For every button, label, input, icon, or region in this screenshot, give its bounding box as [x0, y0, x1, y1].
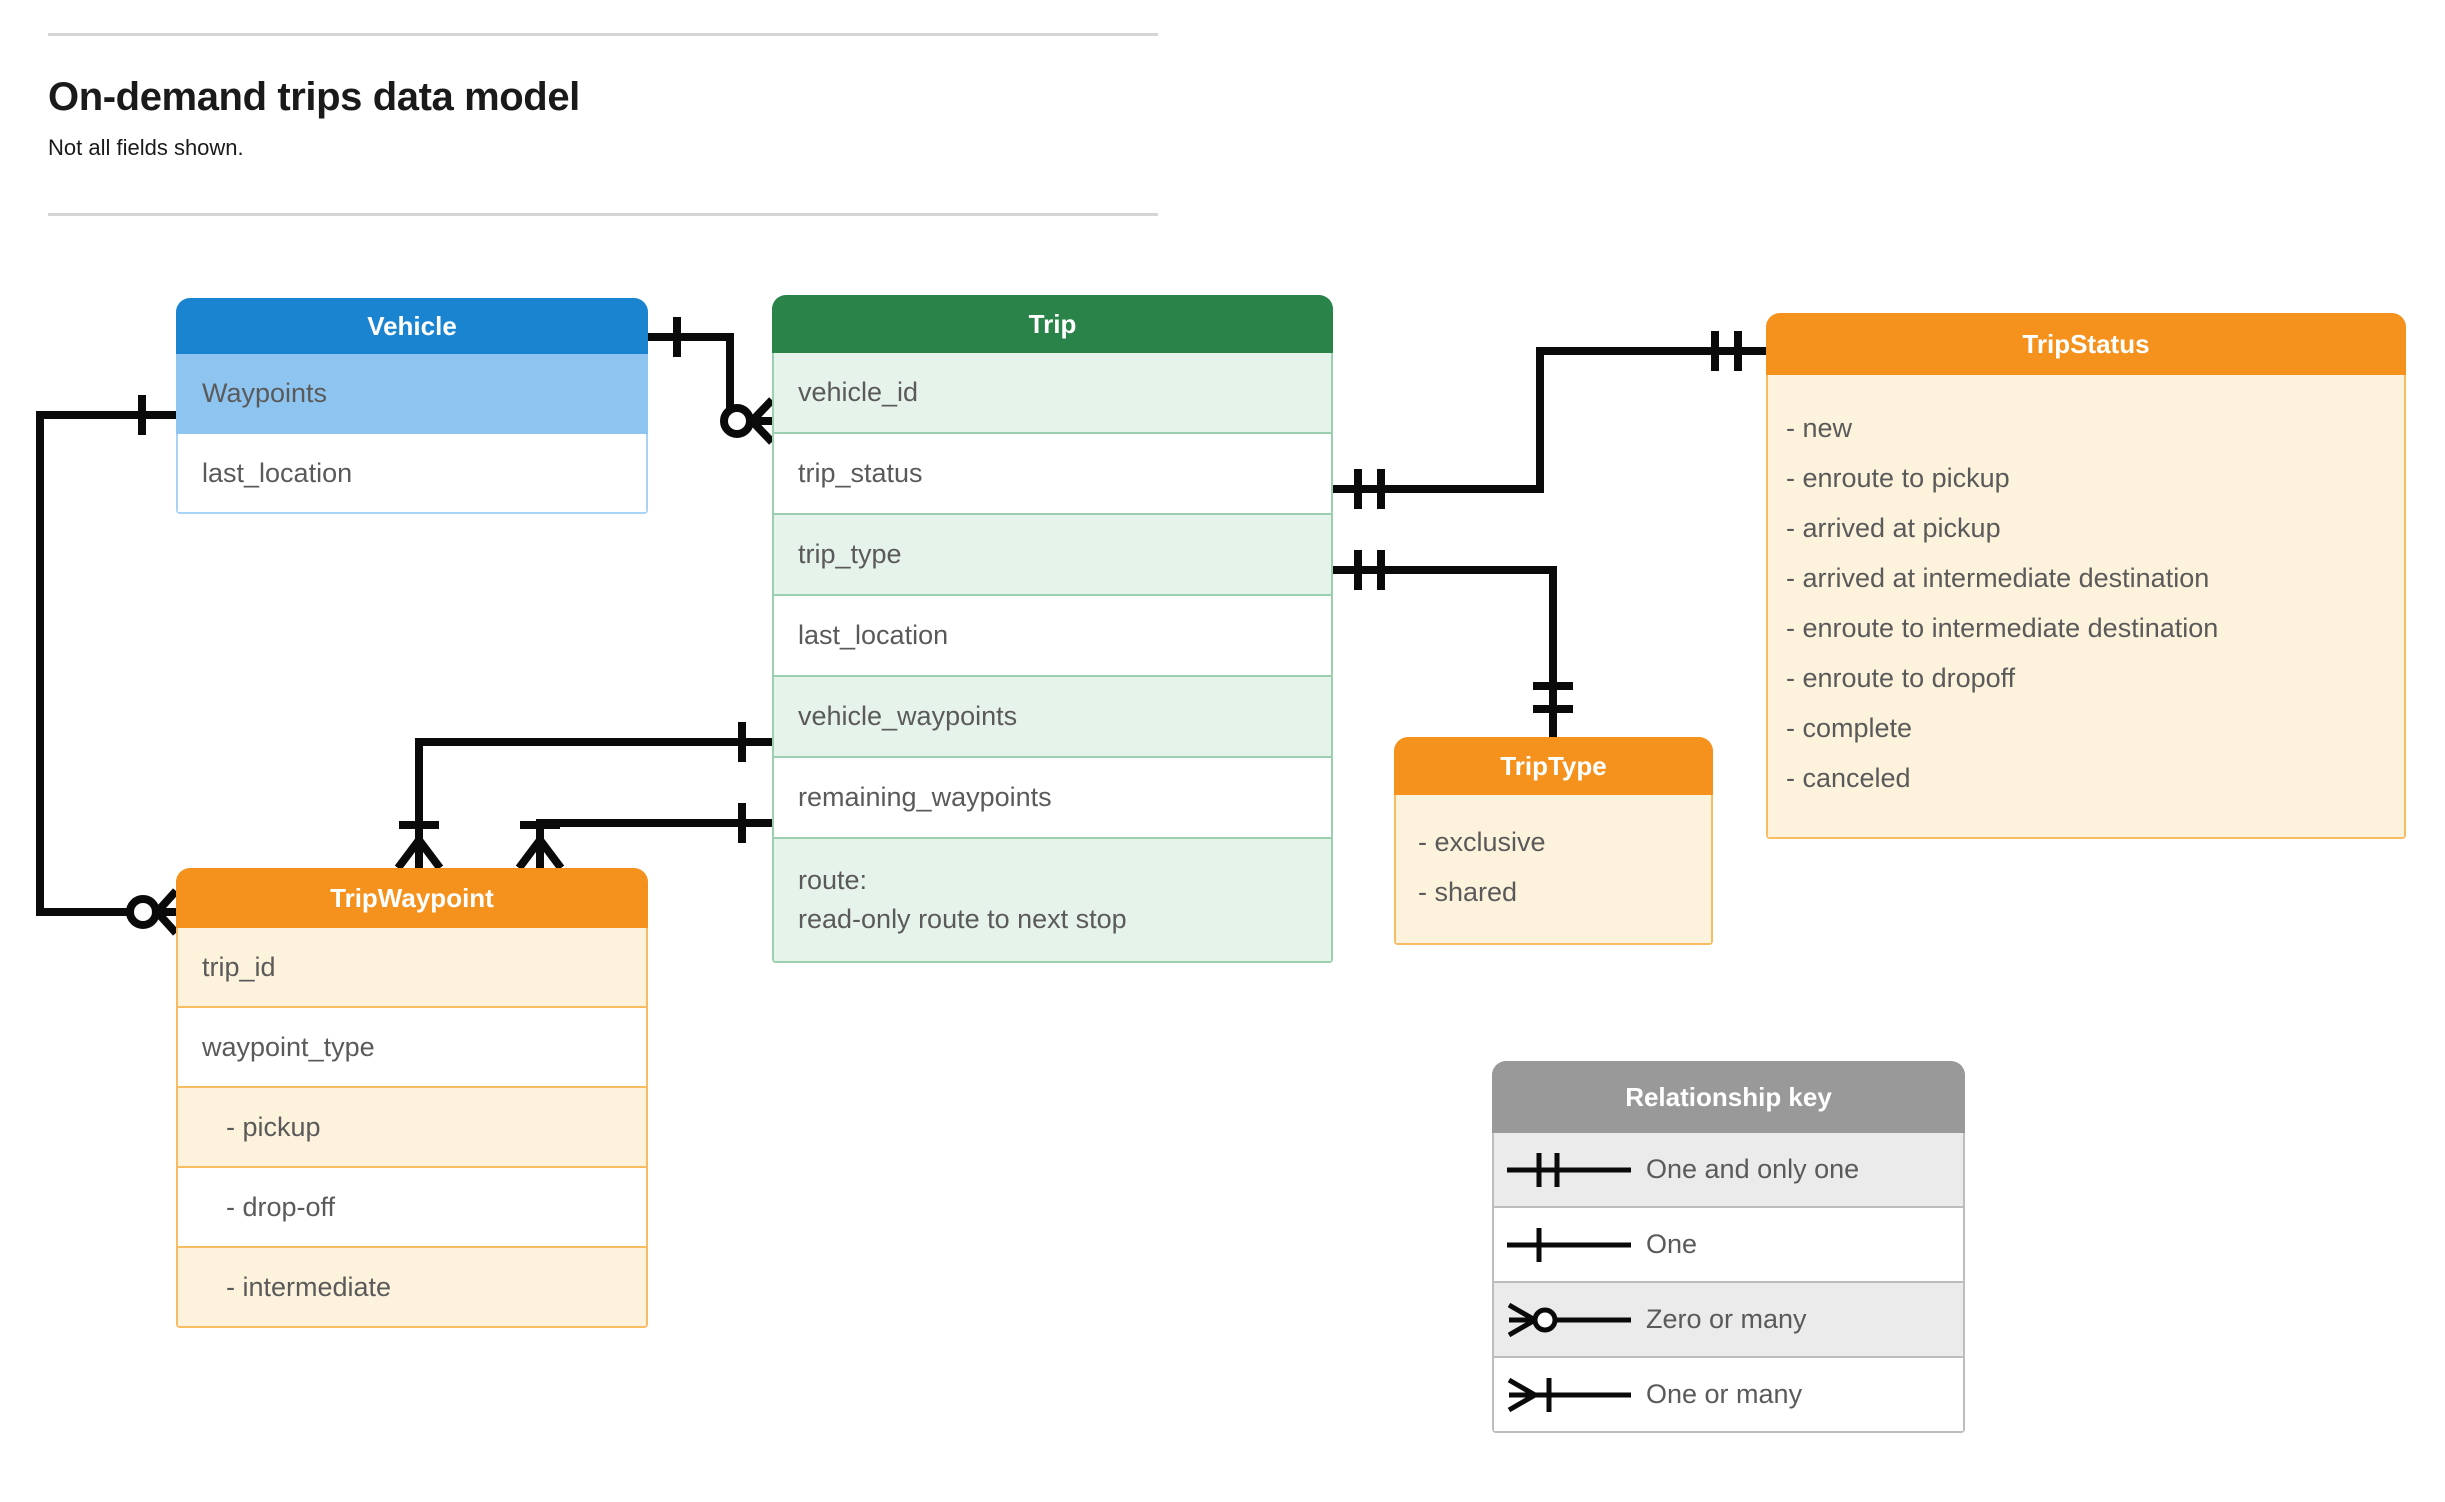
legend-row-one-or-many: One or many [1492, 1358, 1965, 1433]
page-title: On-demand trips data model [48, 75, 580, 119]
legend-row-one-and-only-one: One and only one [1492, 1133, 1965, 1208]
connector-remaining-waypoints-to-tripwaypoint [515, 803, 776, 872]
legend-row-one: One [1492, 1208, 1965, 1283]
legend-label: Zero or many [1646, 1304, 1807, 1334]
relationship-key-legend: Relationship key One and only one One [1492, 1061, 1965, 1433]
entity-vehicle[interactable]: Vehicle Waypoints last_location [176, 298, 648, 514]
waypoint-type-value-drop-off: - drop-off [176, 1168, 648, 1248]
entity-trip-field-route: route: read-only route to next stop [772, 839, 1333, 963]
zero-or-many-icon [1494, 1297, 1646, 1343]
entity-trip-field-route-line2: read-only route to next stop [798, 904, 1127, 935]
trip-status-value: - enroute to intermediate destination [1786, 613, 2219, 643]
legend-label: One [1646, 1229, 1698, 1259]
entity-trip-waypoint-title: TripWaypoint [176, 868, 648, 928]
entity-trip-title: Trip [772, 295, 1333, 353]
entity-trip-waypoint[interactable]: TripWaypoint trip_id waypoint_type - pic… [176, 868, 648, 1328]
connector-vehicle-waypoints-field-to-tripwaypoint [394, 722, 776, 872]
entity-trip-waypoint-field-trip-id: trip_id [176, 928, 648, 1008]
legend-title: Relationship key [1492, 1061, 1965, 1133]
entity-trip-field-trip-status: trip_status [772, 434, 1333, 515]
page-subtitle: Not all fields shown. [48, 135, 244, 160]
entity-trip-type-title: TripType [1394, 737, 1713, 795]
entity-vehicle-field-waypoints: Waypoints [176, 354, 648, 434]
connector-vehicle-to-trip [644, 317, 776, 445]
entity-trip-type[interactable]: TripType - exclusive - shared [1394, 737, 1713, 945]
entity-trip-field-vehicle-waypoints: vehicle_waypoints [772, 677, 1333, 758]
entity-trip-field-trip-type: trip_type [772, 515, 1333, 596]
connector-trip-type-to-triptype [1329, 550, 1573, 741]
connector-trip-status-to-tripstatus [1329, 331, 1770, 509]
entity-trip-status-title: TripStatus [1766, 313, 2406, 375]
header-divider-bottom [48, 213, 1158, 216]
entity-trip-field-vehicle-id: vehicle_id [772, 353, 1333, 434]
entity-trip-field-remaining-waypoints: remaining_waypoints [772, 758, 1333, 839]
legend-row-zero-or-many: Zero or many [1492, 1283, 1965, 1358]
one-icon [1494, 1222, 1646, 1268]
waypoint-type-value-pickup: - pickup [176, 1088, 648, 1168]
entity-trip-status[interactable]: TripStatus - new - enroute to pickup - a… [1766, 313, 2406, 839]
entity-trip-status-values: - new - enroute to pickup - arrived at p… [1766, 375, 2406, 839]
waypoint-type-value-intermediate: - intermediate [176, 1248, 648, 1328]
legend-label: One and only one [1646, 1154, 1860, 1184]
legend-label: One or many [1646, 1379, 1803, 1409]
entity-trip-field-last-location: last_location [772, 596, 1333, 677]
header-divider-top [48, 33, 1158, 36]
connector-vehicle-waypoints-to-tripwaypoint [36, 395, 180, 936]
entity-trip-field-route-line1: route: [798, 865, 868, 895]
trip-status-value: - enroute to pickup [1786, 463, 2010, 493]
entity-trip-type-values: - exclusive - shared [1394, 795, 1713, 945]
trip-status-value: - canceled [1786, 763, 1911, 793]
one-or-many-icon [1494, 1372, 1646, 1418]
trip-status-value: - arrived at intermediate destination [1786, 563, 2210, 593]
one-and-only-one-icon [1494, 1147, 1646, 1193]
entity-vehicle-field-last-location: last_location [176, 434, 648, 514]
trip-type-value: - shared [1418, 877, 1518, 907]
entity-trip[interactable]: Trip vehicle_id trip_status trip_type la… [772, 295, 1333, 963]
trip-status-value: - arrived at pickup [1786, 513, 2001, 543]
trip-status-value: - complete [1786, 713, 1913, 743]
trip-status-value: - new [1786, 413, 1853, 443]
entity-trip-waypoint-field-waypoint-type: waypoint_type [176, 1008, 648, 1088]
trip-status-value: - enroute to dropoff [1786, 663, 2016, 693]
trip-type-value: - exclusive [1418, 827, 1546, 857]
entity-vehicle-title: Vehicle [176, 298, 648, 354]
